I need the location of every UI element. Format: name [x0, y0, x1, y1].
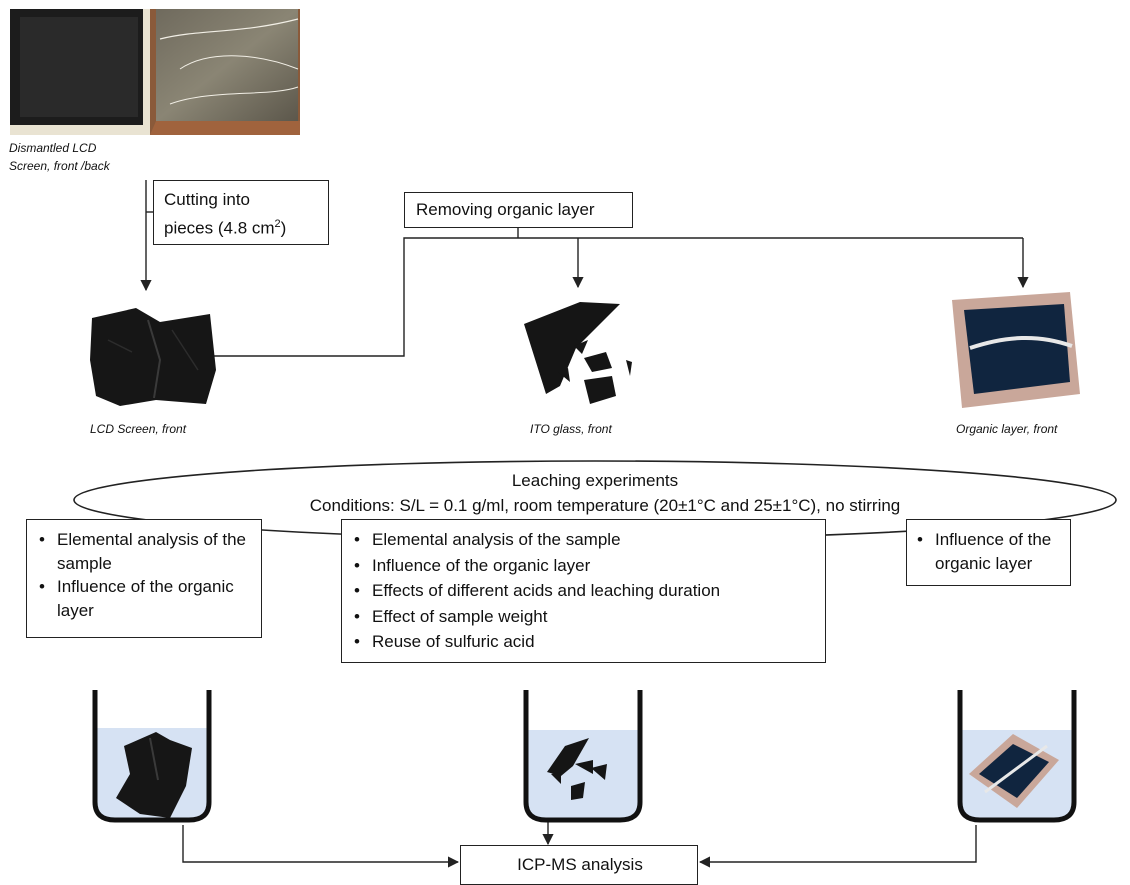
cutting-step-text: pieces (4.8 cm	[164, 218, 275, 238]
icpms-analysis-box: ICP-MS analysis	[460, 845, 698, 885]
caption-ito-front: ITO glass, front	[530, 422, 612, 436]
cutting-step-line2: pieces (4.8 cm2)	[164, 213, 286, 240]
center-analysis-item: Elemental analysis of the sample	[346, 528, 819, 552]
cutting-step-line1: Cutting into	[164, 190, 250, 209]
center-analysis-list: Elemental analysis of the sample Influen…	[346, 528, 819, 654]
ito-glass-pieces-image	[524, 302, 632, 404]
left-analysis-item: Elemental analysis of the sample	[31, 528, 255, 575]
left-analysis-box: Elemental analysis of the sample Influen…	[26, 519, 262, 638]
line-lcd-to-removing	[211, 237, 1023, 357]
dismantled-lcd-photo	[10, 9, 300, 135]
center-beaker	[523, 690, 643, 823]
cutting-step-superscript: 2	[274, 218, 281, 230]
arrow-left-beaker-to-icpms	[182, 825, 460, 868]
right-analysis-box: Influence of the organic layer	[906, 519, 1071, 586]
leaching-title: Leaching experiments	[511, 471, 679, 490]
organic-layer-image	[952, 292, 1080, 408]
center-analysis-box: Elemental analysis of the sample Influen…	[341, 519, 826, 663]
arrow-right-beaker-to-icpms	[698, 825, 977, 868]
lcd-screen-pieces-image	[90, 308, 216, 406]
caption-organic-front: Organic layer, front	[956, 422, 1058, 436]
center-analysis-item: Effects of different acids and leaching …	[346, 579, 819, 603]
caption-lcd-front: LCD Screen, front	[90, 422, 187, 436]
right-analysis-item: Influence of the organic layer	[909, 528, 1064, 575]
right-beaker	[957, 690, 1077, 823]
left-analysis-item: Influence of the organic layer	[31, 575, 255, 622]
caption-dismantled-line1: Dismantled LCD	[9, 141, 97, 155]
cutting-step-close: )	[280, 218, 287, 238]
center-analysis-item: Reuse of sulfuric acid	[346, 630, 819, 654]
leaching-conditions: Conditions: S/L = 0.1 g/ml, room tempera…	[309, 496, 901, 515]
left-analysis-list: Elemental analysis of the sample Influen…	[31, 528, 255, 622]
removing-organic-layer-box: Removing organic layer	[404, 192, 633, 228]
cutting-step-box: Cutting into pieces (4.8 cm2)	[153, 180, 329, 245]
left-beaker	[92, 690, 212, 823]
center-analysis-item: Influence of the organic layer	[346, 554, 819, 578]
center-analysis-item: Effect of sample weight	[346, 605, 819, 629]
caption-dismantled-line2: Screen, front /back	[9, 159, 110, 173]
right-analysis-list: Influence of the organic layer	[909, 528, 1064, 575]
removing-organic-layer-label: Removing organic layer	[416, 200, 595, 219]
icpms-analysis-label: ICP-MS analysis	[517, 855, 643, 874]
